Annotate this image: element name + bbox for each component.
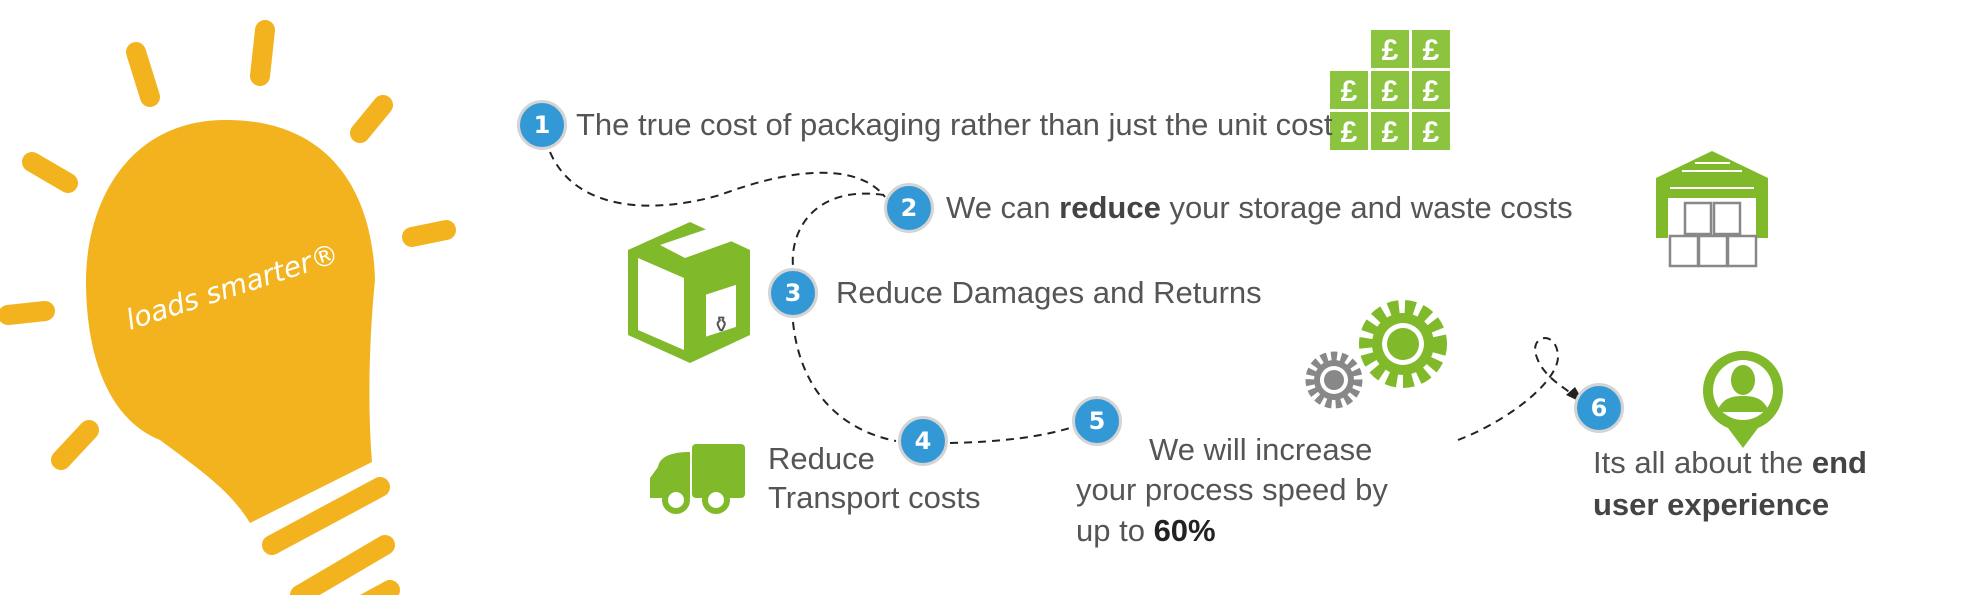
step-5-bold: 60% bbox=[1153, 513, 1216, 548]
svg-text:£: £ bbox=[1341, 75, 1358, 108]
step-6-line1-pre: Its all about the bbox=[1593, 445, 1812, 480]
svg-text:⚱: ⚱ bbox=[712, 312, 730, 337]
step-4-line1: Reduce bbox=[768, 441, 875, 476]
fragile-box-icon: ⚱ bbox=[628, 222, 750, 363]
step-5-line3: up to 60% bbox=[1076, 512, 1216, 550]
lightbulb-icon: loads smarter® bbox=[0, 20, 456, 595]
svg-text:£: £ bbox=[1423, 75, 1440, 108]
step-6-marker: 6 bbox=[1574, 383, 1624, 433]
step-2-marker: 2 bbox=[884, 183, 934, 233]
step-6-line2: user experience bbox=[1593, 487, 1830, 522]
step-1-text: The true cost of packaging rather than j… bbox=[576, 107, 1333, 142]
step-6-line1: Its all about the end bbox=[1593, 444, 1867, 482]
svg-text:£: £ bbox=[1382, 116, 1399, 149]
user-pin-icon bbox=[1702, 350, 1784, 448]
svg-text:£: £ bbox=[1341, 116, 1358, 149]
dashed-route bbox=[549, 151, 1576, 444]
svg-text:£: £ bbox=[1423, 34, 1440, 67]
svg-text:£: £ bbox=[1382, 75, 1399, 108]
step-3-text: Reduce Damages and Returns bbox=[836, 275, 1262, 310]
step-2-post: your storage and waste costs bbox=[1160, 190, 1573, 225]
step-3-marker: 3 bbox=[768, 268, 818, 318]
step-4-marker: 4 bbox=[898, 416, 948, 466]
step-5-line2: your process speed by bbox=[1076, 472, 1388, 507]
gears-icon bbox=[1305, 300, 1447, 409]
step-5-line1: We will increase bbox=[1149, 432, 1373, 467]
step-1-marker: 1 bbox=[517, 100, 567, 150]
svg-text:£: £ bbox=[1382, 34, 1399, 67]
step-6-bold: end bbox=[1811, 445, 1867, 480]
pound-coins-icon: £ £ £ £ £ £ £ £ bbox=[1330, 30, 1450, 150]
truck-icon bbox=[650, 444, 745, 514]
step-2-text: We can reduce your storage and waste cos… bbox=[946, 189, 1573, 227]
step-2-bold: reduce bbox=[1059, 190, 1161, 225]
step-5-marker: 5 bbox=[1072, 396, 1122, 446]
step-2-pre: We can bbox=[946, 190, 1060, 225]
step-4-line2: Transport costs bbox=[768, 480, 981, 515]
warehouse-icon bbox=[1656, 151, 1768, 268]
step-5-line3-pre: up to bbox=[1076, 513, 1154, 548]
svg-text:£: £ bbox=[1423, 116, 1440, 149]
